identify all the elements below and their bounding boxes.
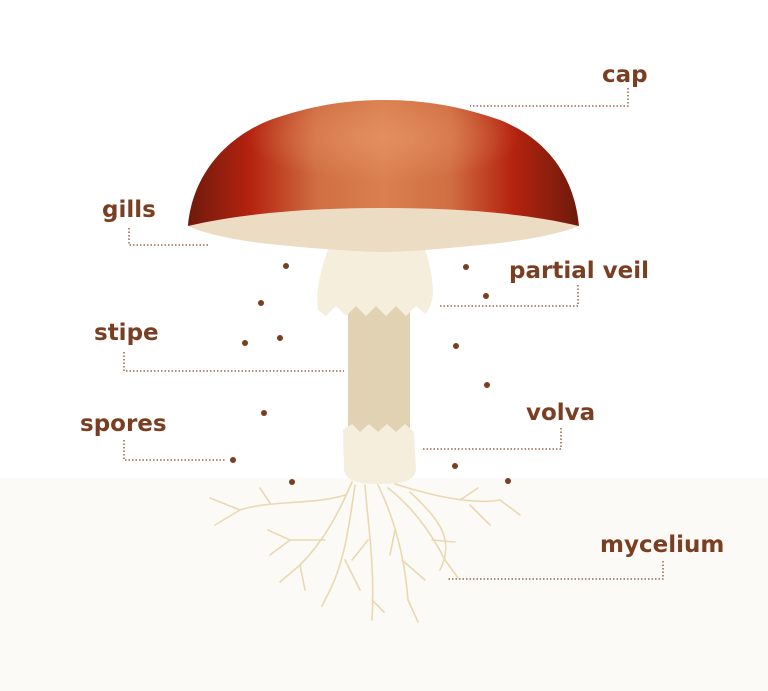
gills-label: gills	[102, 197, 156, 223]
stipe-leader-line	[123, 352, 344, 372]
cap-leader-line	[470, 88, 629, 107]
spore-dot	[463, 264, 469, 270]
spores-dots	[230, 263, 511, 485]
mycelium-roots	[209, 481, 521, 623]
spore-dot	[283, 263, 289, 269]
spore-dot	[484, 382, 490, 388]
volva-shape	[343, 424, 416, 484]
gills-leader-line	[128, 228, 208, 246]
mycelium-leader-line	[448, 561, 664, 580]
spores-leader-line	[123, 440, 226, 461]
partial-veil-leader-line	[440, 285, 579, 307]
spore-dot	[452, 463, 458, 469]
gills-shape	[188, 208, 579, 252]
spores-label: spores	[80, 411, 167, 437]
stipe-shape	[348, 300, 410, 440]
spore-dot	[277, 335, 283, 341]
cap-label: cap	[602, 62, 648, 88]
volva-leader-line	[422, 428, 562, 450]
spore-dot	[483, 293, 489, 299]
stipe-label: stipe	[94, 320, 159, 346]
spore-dot	[230, 457, 236, 463]
partial-veil-label: partial veil	[509, 258, 649, 284]
volva-label: volva	[526, 400, 596, 426]
spore-dot	[505, 478, 511, 484]
spore-dot	[453, 343, 459, 349]
mycelium-label: mycelium	[600, 532, 725, 558]
spore-dot	[258, 300, 264, 306]
cap-highlight	[188, 100, 579, 226]
spore-dot	[242, 340, 248, 346]
ground-area	[0, 478, 768, 691]
leader-lines	[123, 88, 664, 580]
spore-dot	[261, 410, 267, 416]
spore-dot	[289, 479, 295, 485]
